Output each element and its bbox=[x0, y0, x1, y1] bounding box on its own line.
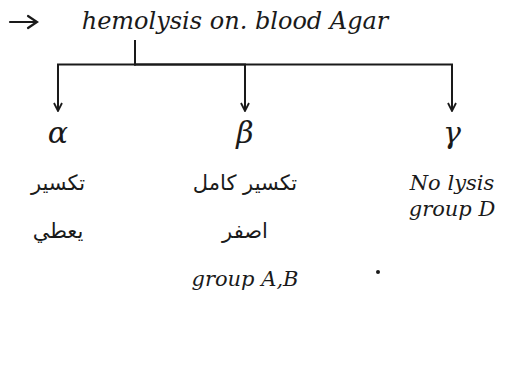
branch-connector bbox=[135, 40, 245, 110]
ink-dot bbox=[376, 270, 380, 274]
lead-arrow bbox=[10, 16, 37, 28]
note-text: اصفر bbox=[191, 218, 298, 244]
note-text: hemolysis on. blood Agar bbox=[82, 6, 389, 36]
branch-symbol: γ bbox=[409, 114, 496, 152]
note-text: تكسير كامل bbox=[191, 170, 298, 196]
branch-symbol: β bbox=[191, 114, 298, 152]
note-text: تكسير bbox=[31, 170, 85, 196]
note-text: No lysis bbox=[409, 170, 496, 196]
note-text: يعطي bbox=[31, 218, 85, 244]
branch-symbol: α bbox=[31, 114, 85, 152]
note-text: group D bbox=[409, 196, 496, 222]
note-text: group A,B bbox=[191, 266, 298, 292]
branch-node: γ No lysisgroup D bbox=[405, 112, 500, 224]
root-heading: hemolysis on. blood Agar bbox=[78, 4, 393, 38]
branch-connector bbox=[135, 40, 452, 110]
branch-node: α تكسير يعطي bbox=[27, 112, 89, 268]
branch-node: β تكسير كامل اصفر group A,B bbox=[187, 112, 302, 294]
branch-connector bbox=[58, 40, 135, 110]
